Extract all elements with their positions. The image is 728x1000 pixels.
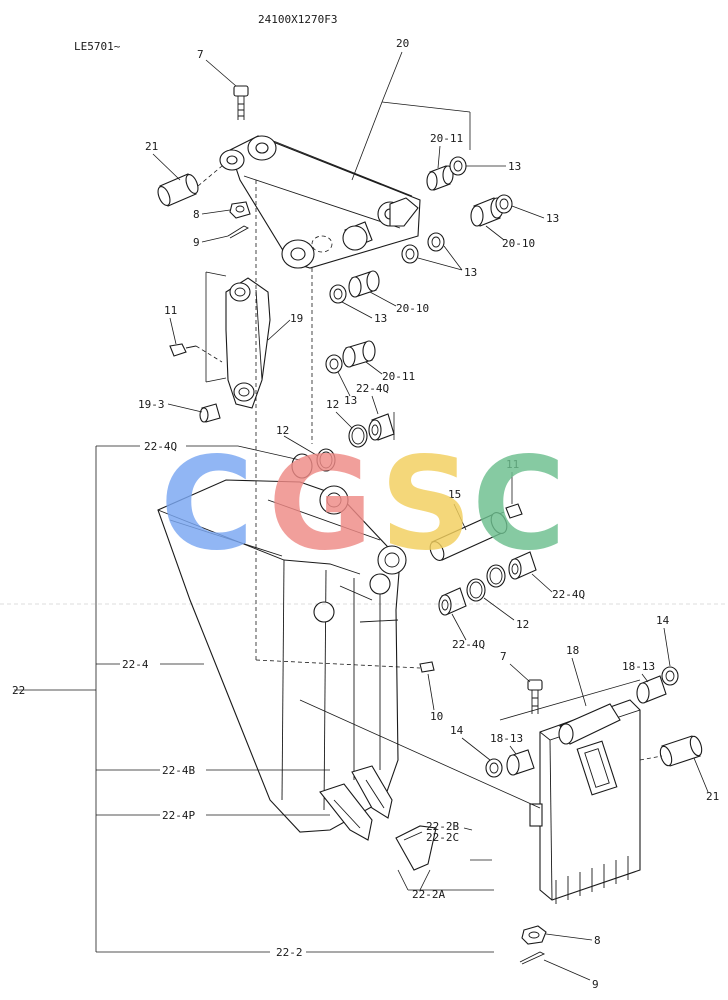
callout-22-4q-left: 22-4Q	[144, 440, 177, 453]
teeth-22-4p	[319, 765, 393, 841]
pin-21-top	[157, 173, 199, 207]
seal-13-b	[495, 194, 513, 214]
callout-20-10-mid: 20-10	[396, 302, 429, 315]
seal-13-d	[427, 232, 445, 252]
bushing-20-11-mid	[342, 340, 376, 368]
callout-12-left: 12	[276, 424, 289, 437]
bushing-18-13-top	[636, 675, 667, 704]
callout-22-2b: 22-2B	[426, 820, 459, 833]
callout-11-left: 11	[164, 304, 177, 317]
callout-22-4b: 22-4B	[162, 764, 195, 777]
callout-19-3: 19-3	[138, 398, 165, 411]
callout-20-11-mid: 20-11	[382, 370, 415, 383]
callout-18: 18	[566, 644, 579, 657]
callout-9-lower: 9	[592, 978, 599, 991]
link-plate-20	[219, 135, 421, 269]
drawing-number: 24100X1270F3	[258, 13, 337, 26]
callout-8-lower: 8	[594, 934, 601, 947]
seal-14-top	[661, 666, 679, 686]
callout-22-4: 22-4	[122, 658, 149, 671]
callout-19: 19	[290, 312, 303, 325]
pin-15	[429, 512, 508, 562]
callout-10: 10	[430, 710, 443, 723]
callout-22-4q-top: 22-4Q	[356, 382, 389, 395]
callout-22-4p: 22-4P	[162, 809, 195, 822]
callout-7-lower: 7	[500, 650, 507, 663]
cotter-pin-9-lower	[519, 951, 546, 965]
callout-22-4q-lower: 22-4Q	[452, 638, 485, 651]
seal-13-a	[449, 156, 467, 176]
bushing-22-4q-top	[368, 413, 395, 441]
callout-8-top: 8	[193, 208, 200, 221]
callout-13-b: 13	[546, 212, 559, 225]
watermark-letter-4: C	[472, 430, 566, 579]
tooth-22-2	[395, 825, 437, 871]
bushing-18-13-lower	[506, 749, 535, 776]
callout-22-2: 22-2	[276, 946, 303, 959]
grease-nipple-11-left	[169, 343, 197, 357]
serial-range: LE5701~	[74, 40, 121, 53]
alignment-line-lower	[299, 699, 541, 809]
callout-12-lower: 12	[516, 618, 529, 631]
leader-20-down	[351, 101, 383, 181]
bushing-22-4q-right	[508, 551, 537, 580]
callout-18-13-lower: 18-13	[490, 732, 523, 745]
callout-12-top: 12	[326, 398, 339, 411]
cotter-pin-9-top	[227, 225, 249, 239]
link-19	[225, 277, 271, 409]
seal-13-e	[329, 284, 347, 304]
callout-11-right: 11	[506, 458, 519, 471]
bolt-7-lower	[527, 679, 543, 714]
callout-9-top: 9	[193, 236, 200, 249]
callout-13-c: 13	[464, 266, 477, 279]
ring-12-top	[348, 424, 368, 448]
watermark-letter-1: C	[160, 430, 254, 579]
pin-21-lower	[659, 735, 703, 767]
callout-21-top: 21	[145, 140, 158, 153]
leader-20-top	[381, 101, 471, 113]
callout-22-2c: 22-2C	[426, 831, 459, 844]
bolt-7-top	[233, 85, 249, 120]
callout-18-13-top: 18-13	[622, 660, 655, 673]
callout-14-top: 14	[656, 614, 670, 627]
callout-22-4q-right: 22-4Q	[552, 588, 585, 601]
seal-14-lower	[485, 758, 503, 778]
bushing-19-3	[199, 403, 221, 423]
ring-12-right	[486, 564, 506, 588]
ring-12-lower	[466, 578, 486, 602]
seal-13-c	[401, 244, 419, 264]
callout-20: 20	[396, 37, 409, 50]
watermark-letter-2: G	[268, 430, 373, 579]
callout-22: 22	[12, 684, 25, 697]
callout-15: 15	[448, 488, 461, 501]
nut-8-top	[229, 201, 251, 219]
watermark-logo: C G S C	[160, 430, 566, 579]
bushing-20-11-top	[426, 165, 454, 191]
seal-13-f	[325, 354, 343, 374]
callout-21-lower: 21	[706, 790, 719, 803]
cotter-pin-10	[419, 661, 435, 673]
callout-14-lower: 14	[450, 724, 464, 737]
nut-8-lower	[521, 925, 547, 945]
callout-13-e: 13	[344, 394, 357, 407]
group-22-leaders	[14, 445, 494, 953]
callout-13-a: 13	[508, 160, 521, 173]
bushing-20-10-mid	[348, 270, 380, 298]
callout-22-2a: 22-2A	[412, 888, 445, 901]
bushing-22-4q-lower	[438, 587, 467, 616]
ring-12-left	[316, 448, 336, 472]
side-plate-18	[529, 699, 641, 904]
bucket-body-22-4	[157, 453, 407, 833]
watermark-letter-3: S	[380, 430, 472, 579]
callout-7-top: 7	[197, 48, 204, 61]
callout-20-11-top: 20-11	[430, 132, 463, 145]
callout-13-d: 13	[374, 312, 387, 325]
callout-20-10-top: 20-10	[502, 237, 535, 250]
